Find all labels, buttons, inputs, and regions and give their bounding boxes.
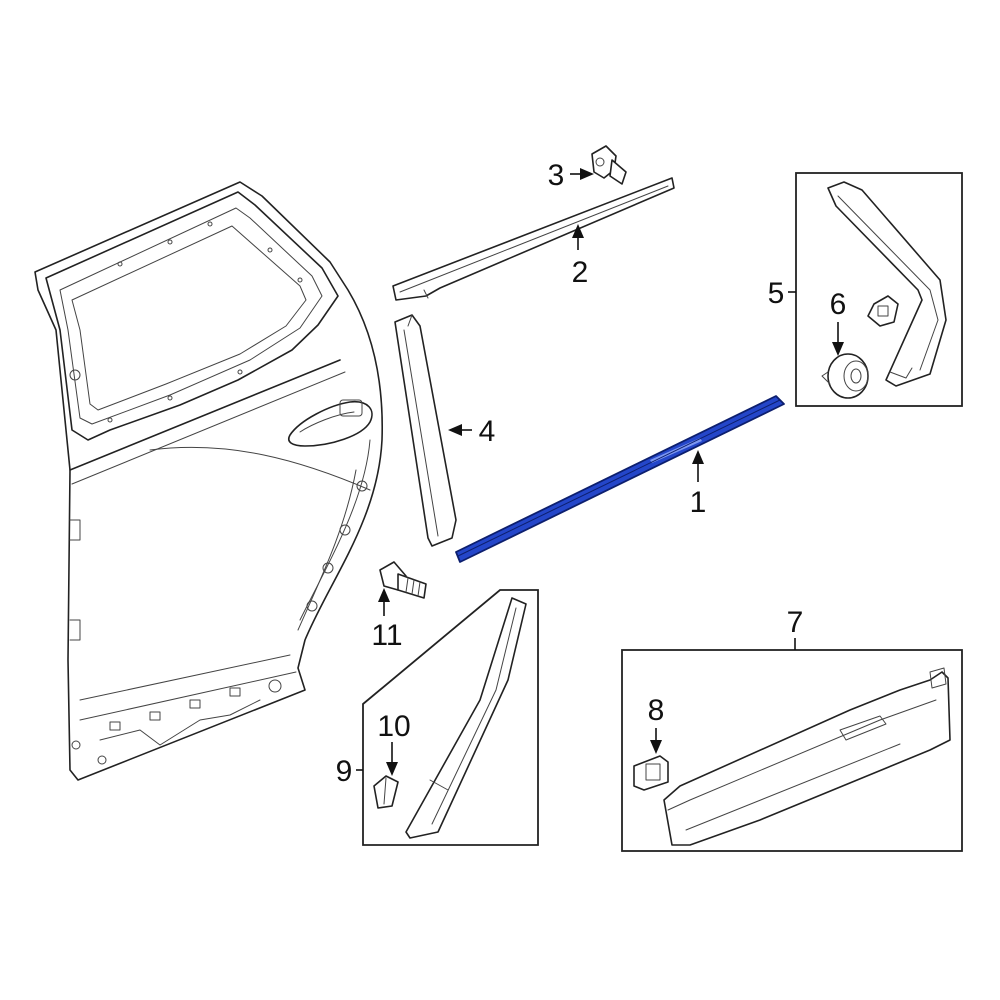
- callout-3: 3: [548, 159, 565, 192]
- door-shell: [34, 181, 384, 781]
- box-9: [362, 589, 539, 846]
- callout-10: 10: [377, 710, 410, 743]
- callout-7: 7: [787, 606, 804, 639]
- callout-6: 6: [830, 288, 847, 321]
- box-7: [621, 649, 963, 852]
- frame-rivets: [107, 221, 303, 423]
- callout-5: 5: [768, 277, 785, 310]
- part-11-bolt: [379, 561, 427, 599]
- part-2-upper-molding: [392, 177, 675, 301]
- callout-11: 11: [371, 619, 402, 652]
- part-3-clip: [591, 145, 627, 185]
- part-10-clip: [373, 775, 399, 809]
- part-1-belt-molding: [455, 395, 785, 563]
- part-9-garnish: [405, 597, 527, 839]
- callout-4: 4: [479, 415, 496, 448]
- part-4-pillar-garnish: [394, 314, 457, 547]
- callout-2: 2: [572, 256, 589, 289]
- callout-9: 9: [336, 755, 353, 788]
- part-7-side-sill-garnish: [663, 667, 951, 846]
- part-6-grommet: [821, 295, 899, 399]
- leader-lines: [356, 168, 844, 776]
- box-5: [795, 172, 963, 407]
- callout-8: 8: [648, 694, 665, 727]
- callout-1: 1: [690, 486, 707, 519]
- part-8-clip: [633, 755, 669, 791]
- door-handle: [288, 399, 373, 447]
- part-5-garnish: [827, 181, 947, 387]
